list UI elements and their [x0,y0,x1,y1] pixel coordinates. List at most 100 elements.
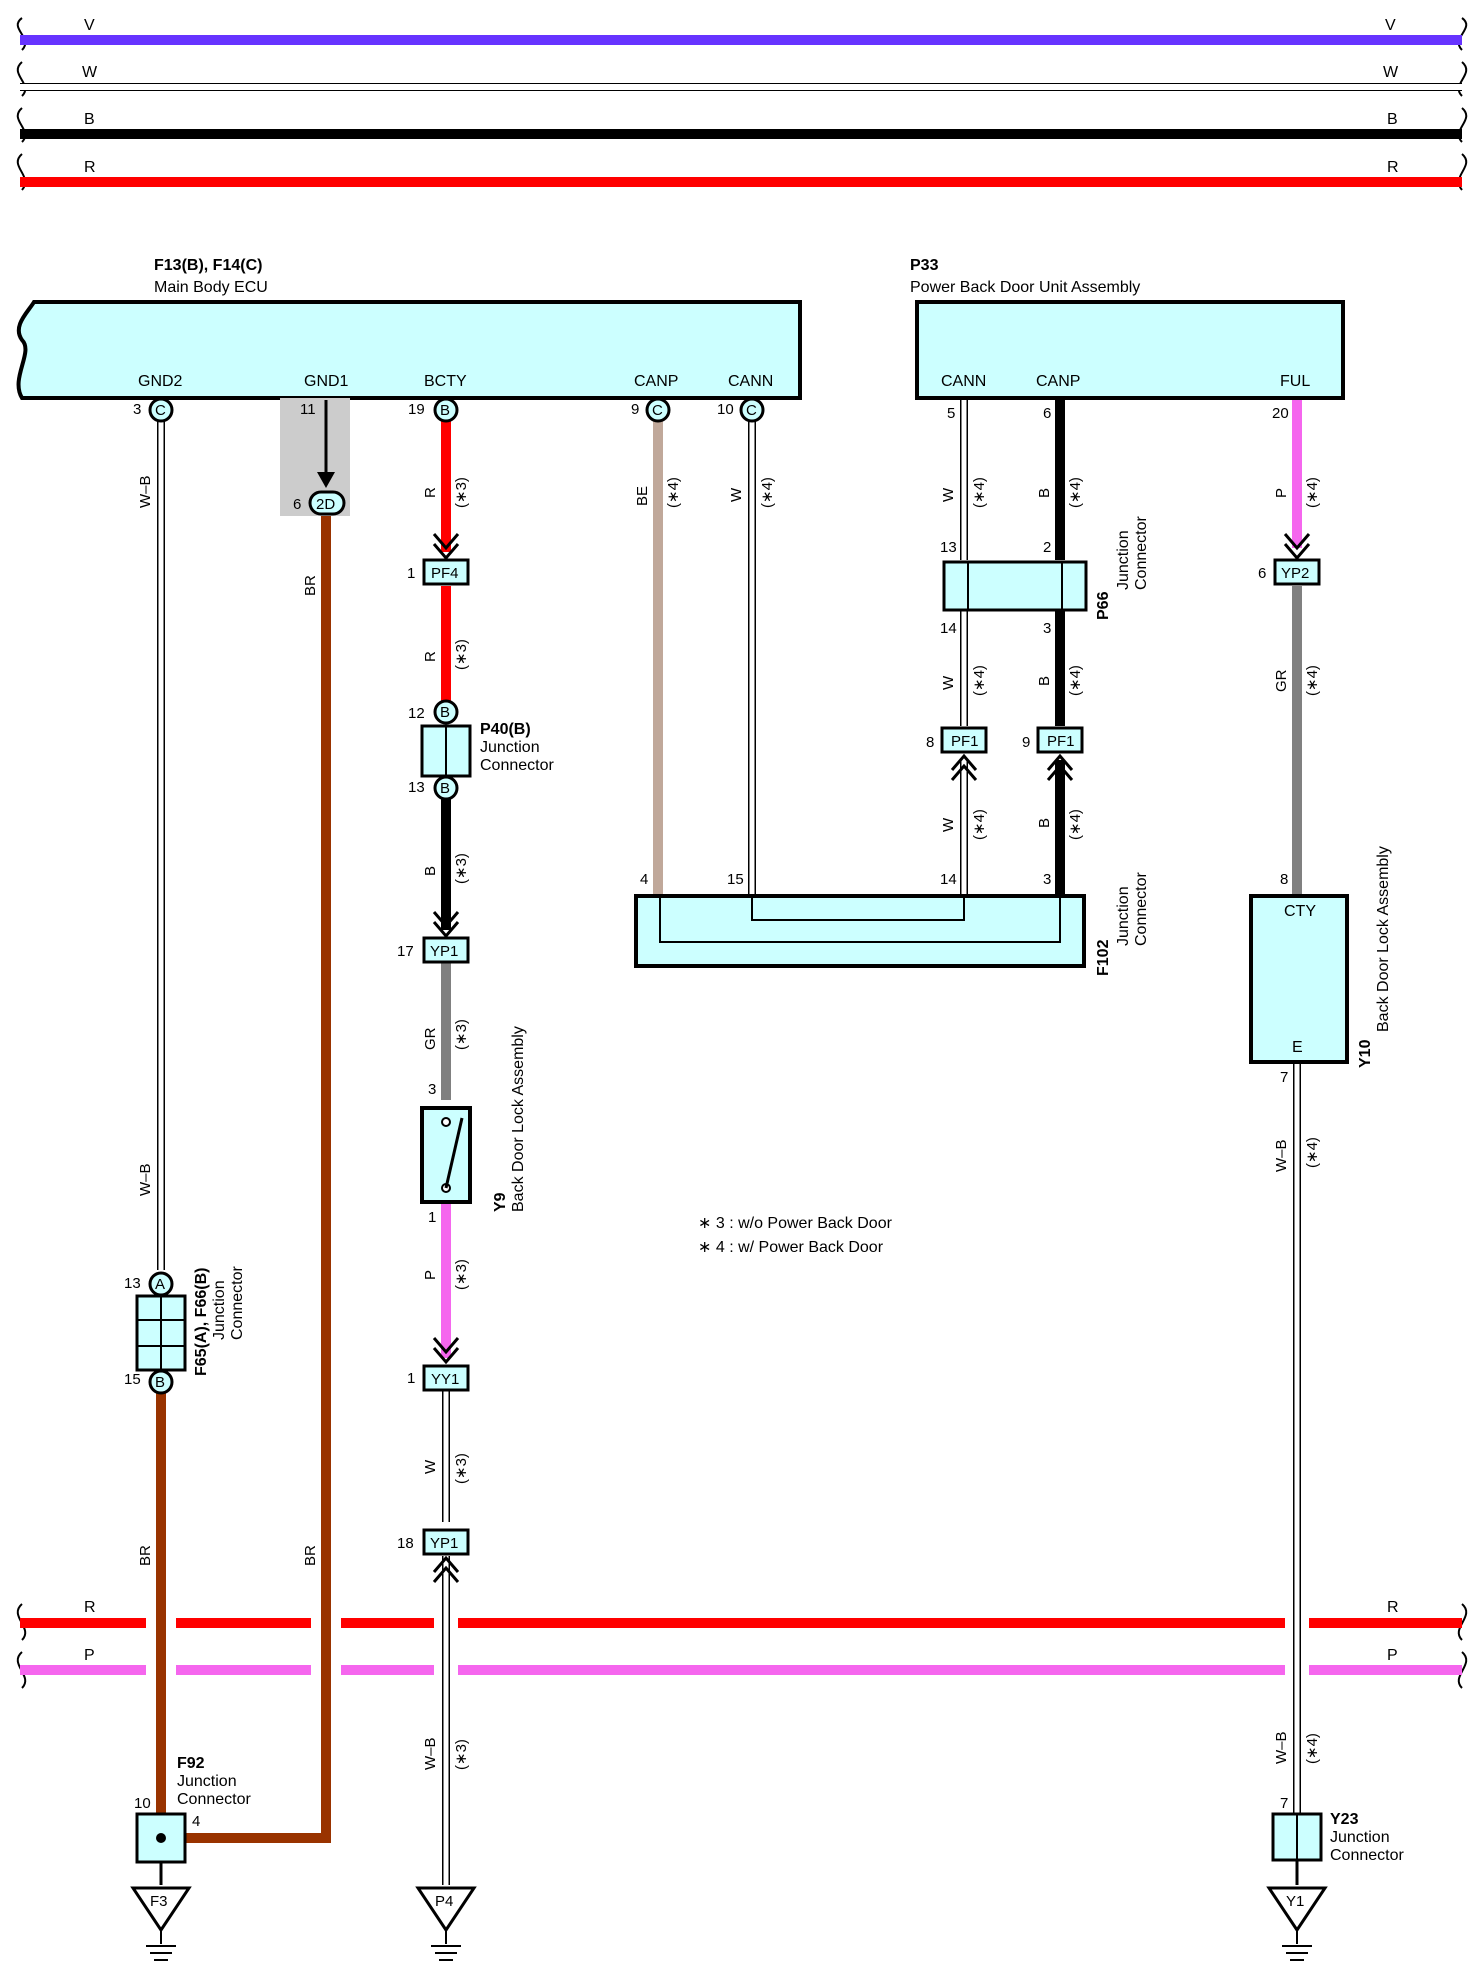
wl-ful-s4-1: (∗4) [1304,477,1321,508]
wl-bcty-r1: R [422,487,439,498]
f102-inner-path-2 [751,898,965,921]
arrow-yy1-2 [432,1347,460,1365]
bus-label-r-left: R [84,159,96,176]
pin-num-p66-14: 14 [940,620,957,637]
f92-name2: Connector [177,1791,251,1808]
ground-y1-label: Y1 [1286,1893,1304,1910]
wl-p33cann-w1: W [940,487,957,502]
wire-color-labels: W–B W–B BR BR BR R (∗3) R (∗3) B (∗3) GR… [137,475,1321,1770]
bus-label-w-right: W [1383,64,1399,81]
f65-pin-in-letter: A [155,1276,165,1293]
bus-label-w-left: W [82,64,98,81]
pin-num-f102-14: 14 [940,871,957,888]
p40-pin-out-letter: B [440,780,450,797]
p40-name1: Junction [480,739,540,756]
bus-label-b-left: B [84,111,95,128]
y23-name1: Junction [1330,1829,1390,1846]
p40-junction: B B P40(B) Junction Connector [420,699,554,801]
pin-circle-bcty [433,397,459,423]
connector-yp2 [1273,558,1321,586]
pin-num-canp: 9 [631,401,639,418]
wl-gnd2-1: W–B [137,475,154,508]
wl-bcty-p: P [422,1270,439,1280]
wl-bcty-s3-2: (∗3) [453,639,470,670]
arrow-pf1b-2 [1046,763,1074,781]
f65-junction: A B F65(A), F66(B) Junction Connector [135,1266,246,1395]
arrow-pf4 [432,533,460,551]
pin-num-p33-canp: 6 [1043,405,1051,422]
bus-label-p-right: P [1387,1647,1398,1664]
wl-p33canp-b1: B [1036,488,1053,498]
connector-pf4-label: PF4 [431,565,459,582]
wl-p33cann-s4-1: (∗4) [971,477,988,508]
y9-name: Back Door Lock Assembly [510,1026,527,1212]
pin-num-f102-4: 4 [640,871,648,888]
ecu-pin-canp: CANP [634,373,678,390]
connector-yp1a [422,936,470,964]
pin-num-bcty: 19 [408,401,425,418]
note-4: ∗ 4 : w/ Power Back Door [698,1239,884,1256]
wl-bcty-b: B [422,866,439,876]
bus-break-br-2 [1457,1651,1468,1689]
ecu-pin-gnd1: GND1 [304,373,349,390]
arrow-yp1b-2 [432,1565,460,1583]
p40-pin-out [433,775,459,801]
ground-y1-triangle [1266,1886,1328,1933]
wl-bcty-s3-5: (∗3) [453,1259,470,1290]
arrow-yp1b [432,1555,460,1573]
ecu-pin-cann: CANN [728,373,773,390]
y10-pin-cty: CTY [1284,903,1316,920]
f92-junction: F92 Junction Connector [135,1755,251,1885]
bus-label-r2-left: R [84,1599,96,1616]
wl-gnd1-br-1: BR [302,575,319,596]
connector-2d-label: 2D [316,496,335,513]
f92-id: F92 [177,1755,205,1772]
pin-num-pf1a: 8 [926,734,934,751]
f102-name2: Connector [1133,872,1150,946]
f65-pin-out [148,1369,174,1395]
wl-ful-s4-4: (∗4) [1304,1733,1321,1764]
wl-bcty-r2: R [422,651,439,662]
p40-id: P40(B) [480,721,531,738]
connector-pf4 [422,558,470,586]
p33-pin-canp: CANP [1036,373,1080,390]
connector-pf1b [1036,726,1084,754]
ecu-id: F13(B), F14(C) [154,257,262,274]
wl-ful-s4-3: (∗4) [1304,1137,1321,1168]
wl-gnd2-2: W–B [137,1163,154,1196]
wl-ful-p: P [1273,488,1290,498]
p66-id: P66 [1095,591,1112,620]
f65-name2: Connector [229,1266,246,1340]
wl-bcty-s3-4: (∗3) [453,1019,470,1050]
bus-label-b-right: B [1387,111,1398,128]
y9-switch-arm [444,1117,464,1189]
pin-num-p33-cann: 5 [947,405,955,422]
inline-connectors: PF4 YP1 YY1 YP1 YP2 PF1 PF1 [422,533,1321,1583]
wl-p33cann-w3: W [940,817,957,832]
pin-num-p40-out: 13 [408,779,425,796]
wl-canp-s4: (∗4) [665,477,682,508]
pin-circle-canp [645,397,671,423]
wl-p33canp-b3: B [1036,818,1053,828]
wl-ful-gr: GR [1273,669,1290,692]
wire-br-gnd1 [181,516,331,1843]
bus-label-p-left: P [84,1647,95,1664]
connector-yp1b [422,1528,470,1556]
wire-p33-can [960,400,1065,894]
pin-num-f92-4: 4 [192,1813,200,1830]
bottom-bus: R R P P [16,1599,1468,1689]
pin-num-yp2: 6 [1258,565,1266,582]
pin-num-f65-out: 15 [124,1371,141,1388]
wl-bcty-s3-7: (∗3) [453,1739,470,1770]
notes: ∗ 3 : w/o Power Back Door ∗ 4 : w/ Power… [698,1215,893,1256]
pin-num-ful: 20 [1272,405,1289,422]
p33-pin-ful: FUL [1280,373,1310,390]
pin-num-pf1b: 9 [1022,734,1030,751]
wl-bcty-s3-6: (∗3) [453,1453,470,1484]
wl-cann-s4: (∗4) [759,477,776,508]
ecu-box [16,300,802,400]
wl-bcty-w: W [422,1459,439,1474]
bus-break-left-3 [16,107,27,143]
wl-p33canp-s4-2: (∗4) [1067,665,1084,696]
